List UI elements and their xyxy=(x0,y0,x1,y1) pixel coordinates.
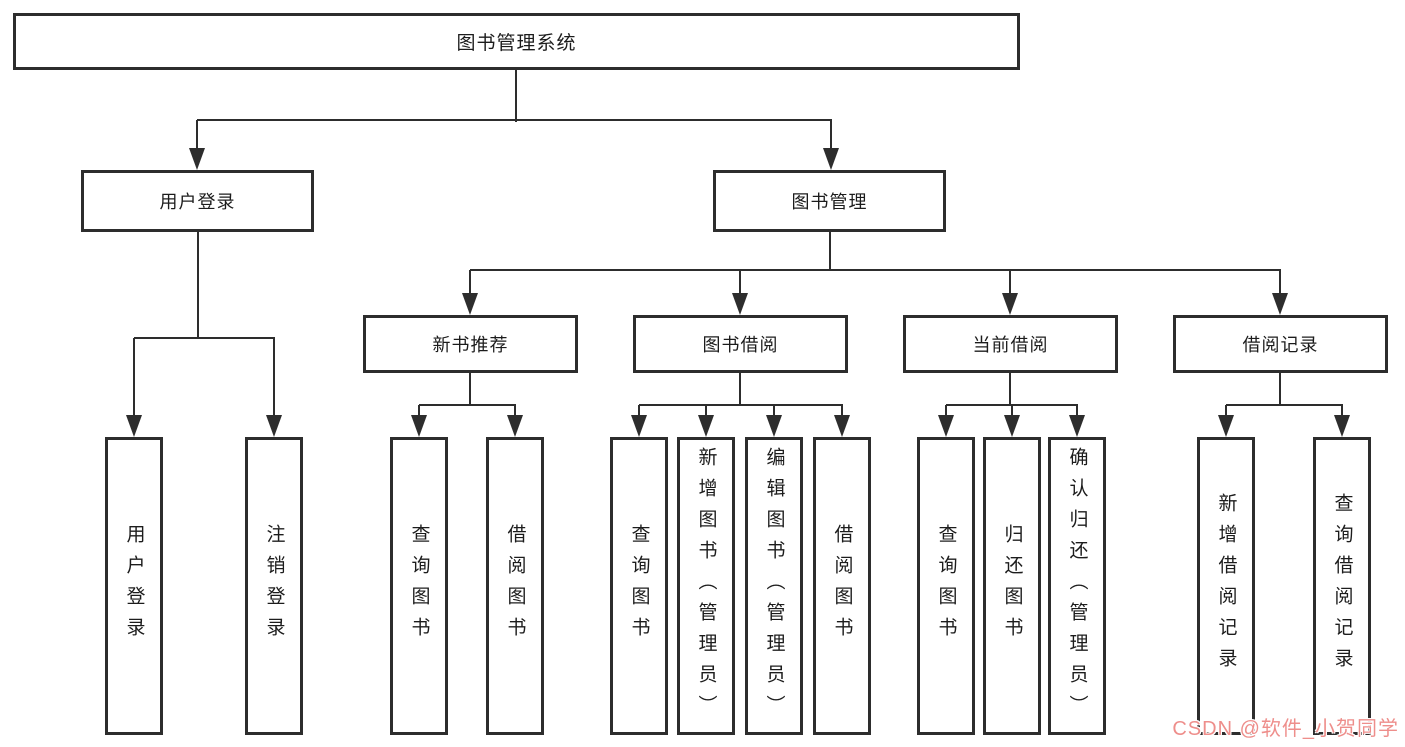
arrowhead-leaf xyxy=(1004,415,1020,437)
leaf-node-label: 查询图书 xyxy=(628,524,650,648)
leaf-node-edit-books-admin: 编辑图书（管理员） xyxy=(745,437,803,735)
leaf-node-label: 借阅图书 xyxy=(831,524,853,648)
connector-stem-section xyxy=(739,270,741,295)
connector-root-rail xyxy=(197,119,832,121)
connector-stem-leaf xyxy=(514,405,516,417)
arrowhead-leaf xyxy=(266,415,282,437)
connector-stem-leaf xyxy=(1076,405,1078,417)
root-node-label: 图书管理系统 xyxy=(456,33,577,54)
connector-stem-leaf xyxy=(945,405,947,417)
connector-stem-leaf xyxy=(418,405,420,417)
root-node-book-management-system: 图书管理系统 xyxy=(13,13,1020,70)
connector-stem-section xyxy=(1279,270,1281,295)
leaf-node-add-borrow-record: 新增借阅记录 xyxy=(1197,437,1255,735)
arrowhead-leaf xyxy=(411,415,427,437)
arrowhead-leaf xyxy=(126,415,142,437)
section-node-label: 借阅记录 xyxy=(1242,335,1319,355)
connector-section-stem xyxy=(469,373,471,406)
leaf-node-borrow-books-2: 借阅图书 xyxy=(813,437,871,735)
section-node-book-borrowing: 图书借阅 xyxy=(633,315,848,373)
connector-stem-leaf xyxy=(273,338,275,417)
connector-user-login-stem xyxy=(197,232,199,338)
arrowhead-section xyxy=(1002,293,1018,315)
arrowhead-leaf xyxy=(1218,415,1234,437)
leaf-node-label: 用户登录 xyxy=(123,524,145,648)
arrowhead-leaf xyxy=(834,415,850,437)
arrowhead-user-login xyxy=(189,148,205,170)
connector-stem-leaf xyxy=(1225,405,1227,417)
connector-root-stem xyxy=(515,70,517,122)
connector-stem-leaf xyxy=(133,338,135,417)
arrowhead-leaf xyxy=(631,415,647,437)
leaf-node-label: 归还图书 xyxy=(1001,524,1023,648)
connector-section-rail xyxy=(639,404,843,406)
leaf-node-label: 新增借阅记录 xyxy=(1215,493,1237,679)
connector-book-mgmt-stem xyxy=(829,232,831,271)
connector-section-rail xyxy=(419,404,516,406)
leaf-node-query-borrow-record: 查询借阅记录 xyxy=(1313,437,1371,735)
connector-section-stem xyxy=(739,373,741,406)
connector-stem-book-mgmt xyxy=(830,120,832,152)
leaf-node-confirm-return-admin: 确认归还（管理员） xyxy=(1048,437,1106,735)
leaf-node-borrow-books-1: 借阅图书 xyxy=(486,437,544,735)
leaf-node-add-books-admin: 新增图书（管理员） xyxy=(677,437,735,735)
connector-stem-user-login xyxy=(196,120,198,152)
leaf-node-label: 查询借阅记录 xyxy=(1331,493,1353,679)
leaf-node-label: 查询图书 xyxy=(408,524,430,648)
leaf-node-label: 查询图书 xyxy=(935,524,957,648)
arrowhead-leaf xyxy=(1069,415,1085,437)
connector-stem-leaf xyxy=(638,405,640,417)
branch-node-book-management: 图书管理 xyxy=(713,170,946,232)
arrowhead-section xyxy=(732,293,748,315)
connector-stem-leaf xyxy=(773,405,775,417)
branch-node-user-login: 用户登录 xyxy=(81,170,314,232)
arrowhead-leaf xyxy=(1334,415,1350,437)
leaf-node-label: 借阅图书 xyxy=(504,524,526,648)
arrowhead-leaf xyxy=(938,415,954,437)
leaf-node-query-books-3: 查询图书 xyxy=(917,437,975,735)
connector-stem-leaf xyxy=(841,405,843,417)
leaf-node-label: 确认归还（管理员） xyxy=(1066,446,1088,726)
leaf-node-label: 新增图书（管理员） xyxy=(695,446,717,726)
connector-section-rail xyxy=(1226,404,1343,406)
leaf-node-user-login: 用户登录 xyxy=(105,437,163,735)
section-node-label: 图书借阅 xyxy=(702,335,779,355)
csdn-watermark: CSDN @软件_小贺同学 xyxy=(1172,718,1399,740)
branch-node-label: 用户登录 xyxy=(159,192,236,212)
section-node-new-book-recommend: 新书推荐 xyxy=(363,315,578,373)
leaf-node-label: 编辑图书（管理员） xyxy=(763,446,785,726)
section-node-current-borrowing: 当前借阅 xyxy=(903,315,1118,373)
connector-book-mgmt-rail xyxy=(470,269,1281,271)
connector-section-stem xyxy=(1009,373,1011,406)
section-node-label: 新书推荐 xyxy=(432,335,509,355)
arrowhead-leaf xyxy=(766,415,782,437)
arrowhead-book-mgmt xyxy=(823,148,839,170)
connector-stem-leaf xyxy=(705,405,707,417)
connector-stem-leaf xyxy=(1341,405,1343,417)
leaf-node-logout: 注销登录 xyxy=(245,437,303,735)
leaf-node-label: 注销登录 xyxy=(263,524,285,648)
leaf-node-query-books-2: 查询图书 xyxy=(610,437,668,735)
connector-stem-leaf xyxy=(1011,405,1013,417)
branch-node-label: 图书管理 xyxy=(791,192,868,212)
arrowhead-section xyxy=(1272,293,1288,315)
connector-user-login-rail xyxy=(134,337,275,339)
leaf-node-query-books-1: 查询图书 xyxy=(390,437,448,735)
connector-stem-section xyxy=(469,270,471,295)
section-node-borrowing-records: 借阅记录 xyxy=(1173,315,1388,373)
connector-section-stem xyxy=(1279,373,1281,406)
arrowhead-section xyxy=(462,293,478,315)
arrowhead-leaf xyxy=(698,415,714,437)
connector-stem-section xyxy=(1009,270,1011,295)
leaf-node-return-books: 归还图书 xyxy=(983,437,1041,735)
section-node-label: 当前借阅 xyxy=(972,335,1049,355)
arrowhead-leaf xyxy=(507,415,523,437)
